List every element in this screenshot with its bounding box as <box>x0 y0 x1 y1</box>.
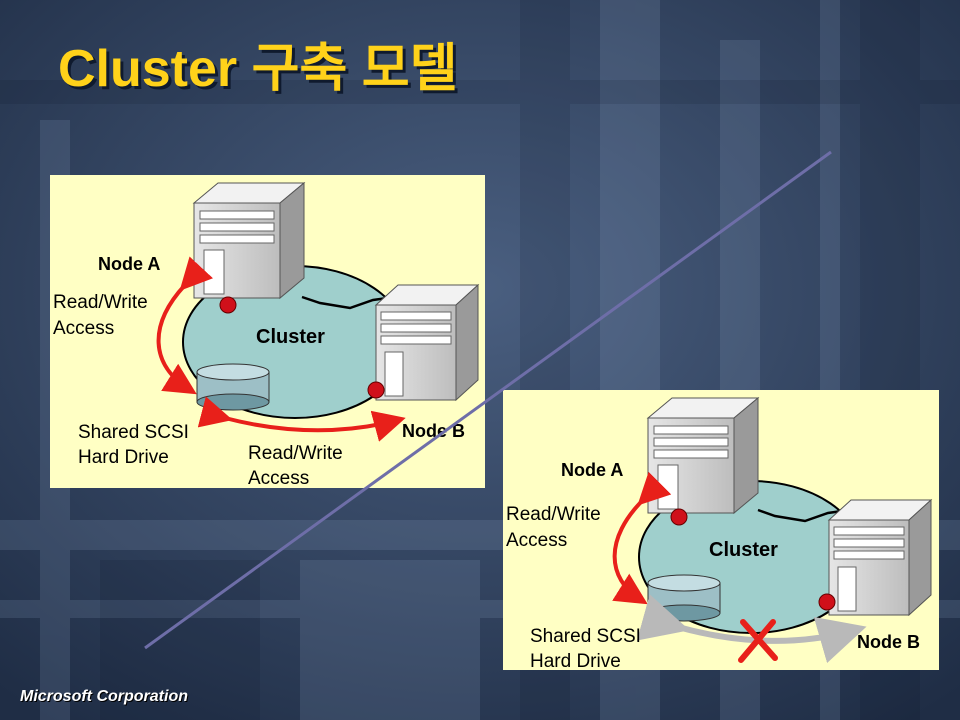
drive-label-line2: Hard Drive <box>78 447 169 468</box>
rw-left-line2: Access <box>506 530 567 551</box>
diagram-failover: Node A Node B Cluster Read/Write Access … <box>503 390 939 670</box>
slide-title: Cluster 구축 모델 <box>58 40 458 98</box>
rw-left-line1: Read/Write <box>506 504 601 525</box>
footer-company: Microsoft Corporation <box>20 688 188 705</box>
drive-label-line1: Shared SCSI <box>78 422 189 443</box>
server-node-b <box>827 498 933 617</box>
node-a-dot <box>219 296 237 314</box>
diagram-normal-svg: Node A Node B Cluster Read/Write Access … <box>53 181 480 488</box>
node-b-dot <box>818 593 836 611</box>
diagram-failover-svg: Node A Node B Cluster Read/Write Access … <box>506 396 933 670</box>
cluster-label: Cluster <box>709 539 778 561</box>
node-b-label: Node B <box>857 632 920 652</box>
diagram-normal: Node A Node B Cluster Read/Write Access … <box>50 175 485 488</box>
cluster-label: Cluster <box>256 326 325 348</box>
rw-left-line2: Access <box>53 318 114 339</box>
shared-disk <box>647 574 721 622</box>
node-b-label: Node B <box>402 421 465 441</box>
shared-disk <box>196 363 270 411</box>
node-a-label: Node A <box>98 254 160 274</box>
server-node-b <box>374 283 480 402</box>
node-a-label: Node A <box>561 460 623 480</box>
node-a-dot <box>670 508 688 526</box>
rw-left-line1: Read/Write <box>53 292 148 313</box>
drive-label-line1: Shared SCSI <box>530 626 641 647</box>
rw-bottom-line2: Access <box>248 468 309 488</box>
server-node-a <box>646 396 760 515</box>
rw-arrow-node-b <box>197 396 406 442</box>
drive-label-line2: Hard Drive <box>530 651 621 670</box>
server-node-a <box>192 181 306 300</box>
node-b-dot <box>367 381 385 399</box>
rw-bottom-line1: Read/Write <box>248 443 343 464</box>
